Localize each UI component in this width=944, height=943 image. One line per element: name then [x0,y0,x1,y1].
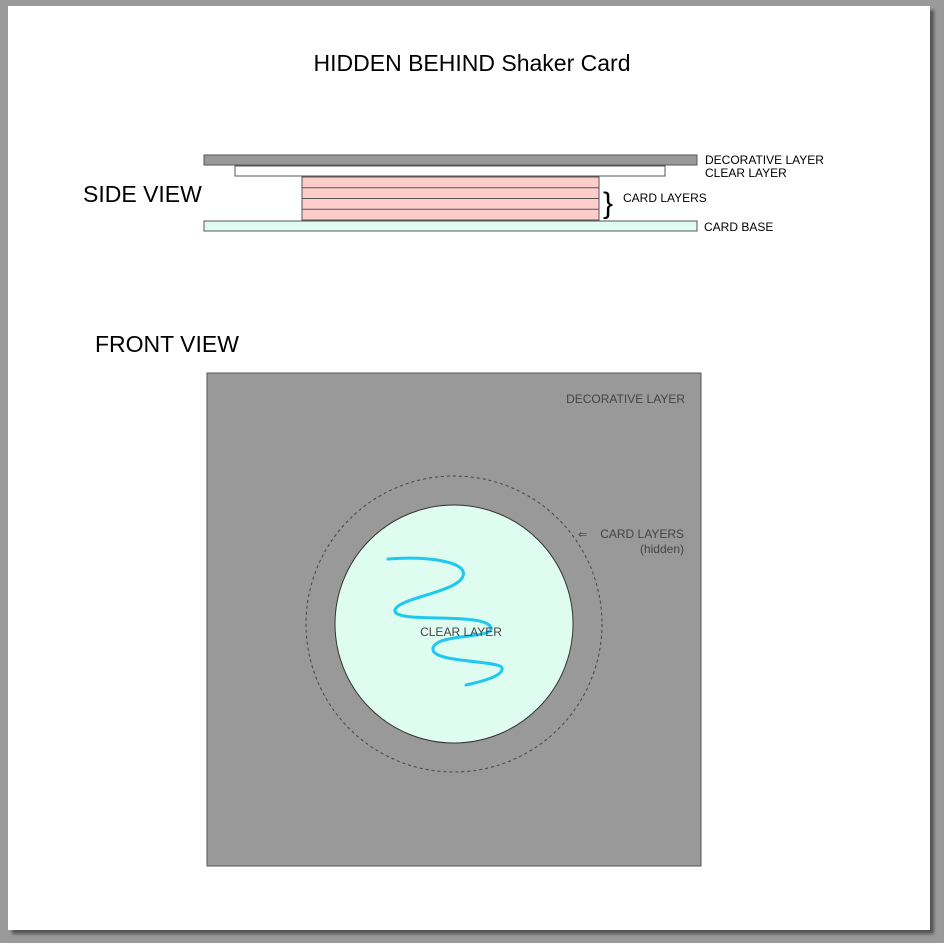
side-view-label: SIDE VIEW [83,181,202,207]
side-card-layers [301,176,600,221]
front-card-layers-outline [305,475,603,773]
side-card-layers-label: CARD LAYERS [623,191,707,205]
front-decorative-label: DECORATIVE LAYER [566,392,685,406]
front-view: DECORATIVE LAYER ⇐ CARD LAYERS (hidden) … [206,372,702,867]
front-view-label: FRONT VIEW [95,331,239,357]
side-clear-layer [234,165,666,177]
front-card-layers-label: CARD LAYERS [600,527,684,541]
side-card-base-label: CARD BASE [704,220,773,234]
side-decorative-layer [203,154,698,166]
front-clear-label: CLEAR LAYER [420,625,502,639]
front-card-layers-note: (hidden) [640,542,684,556]
shaker-squiggle [386,556,504,687]
side-card-base [203,220,698,232]
side-clear-label: CLEAR LAYER [705,166,787,180]
front-card-layers-arrow-icon: ⇐ [578,529,587,541]
card-layers-brace: } [603,187,613,220]
side-view: } DECORATIVE LAYER CLEAR LAYER CARD LAYE… [203,153,824,234]
side-decorative-label: DECORATIVE LAYER [705,153,824,167]
diagram-title: HIDDEN BEHIND Shaker Card [313,50,631,76]
front-clear-window [334,504,574,744]
